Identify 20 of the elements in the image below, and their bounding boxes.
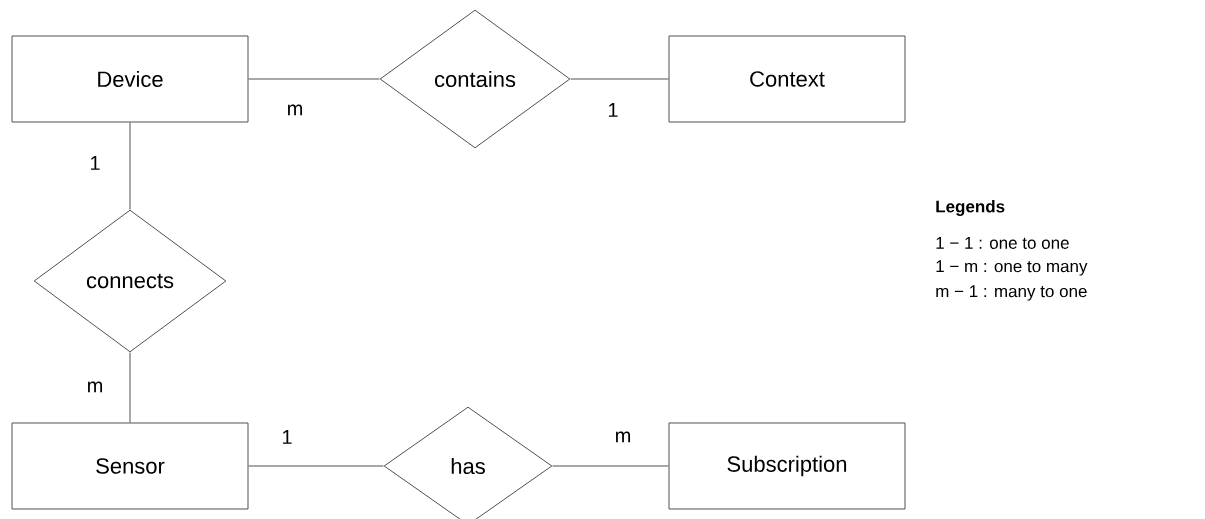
legend-text: m − 1 : many to one xyxy=(936,285,1087,301)
connector-line xyxy=(570,78,669,80)
connector-line xyxy=(129,122,131,210)
connector-line xyxy=(248,78,380,80)
legend-text: 1 − m : one to many xyxy=(936,260,1088,276)
entity-box: Context xyxy=(668,35,906,123)
entity-box: Subscription xyxy=(668,422,906,510)
connector-line xyxy=(248,465,384,467)
cardinality-label: m xyxy=(616,431,630,443)
connector-line xyxy=(552,465,669,467)
cardinality-label: m xyxy=(88,381,102,393)
legend-text: 1 − 1 : one to one xyxy=(936,237,1069,249)
entity-box: Device xyxy=(11,35,249,123)
connector-line xyxy=(129,352,131,423)
cardinality-label: m xyxy=(288,104,302,116)
cardinality-label: 1 xyxy=(282,430,292,444)
entity-box: Sensor xyxy=(11,422,249,510)
legend-title: Legends xyxy=(936,200,1005,216)
cardinality-label: 1 xyxy=(90,156,100,170)
cardinality-label: 1 xyxy=(608,103,618,117)
